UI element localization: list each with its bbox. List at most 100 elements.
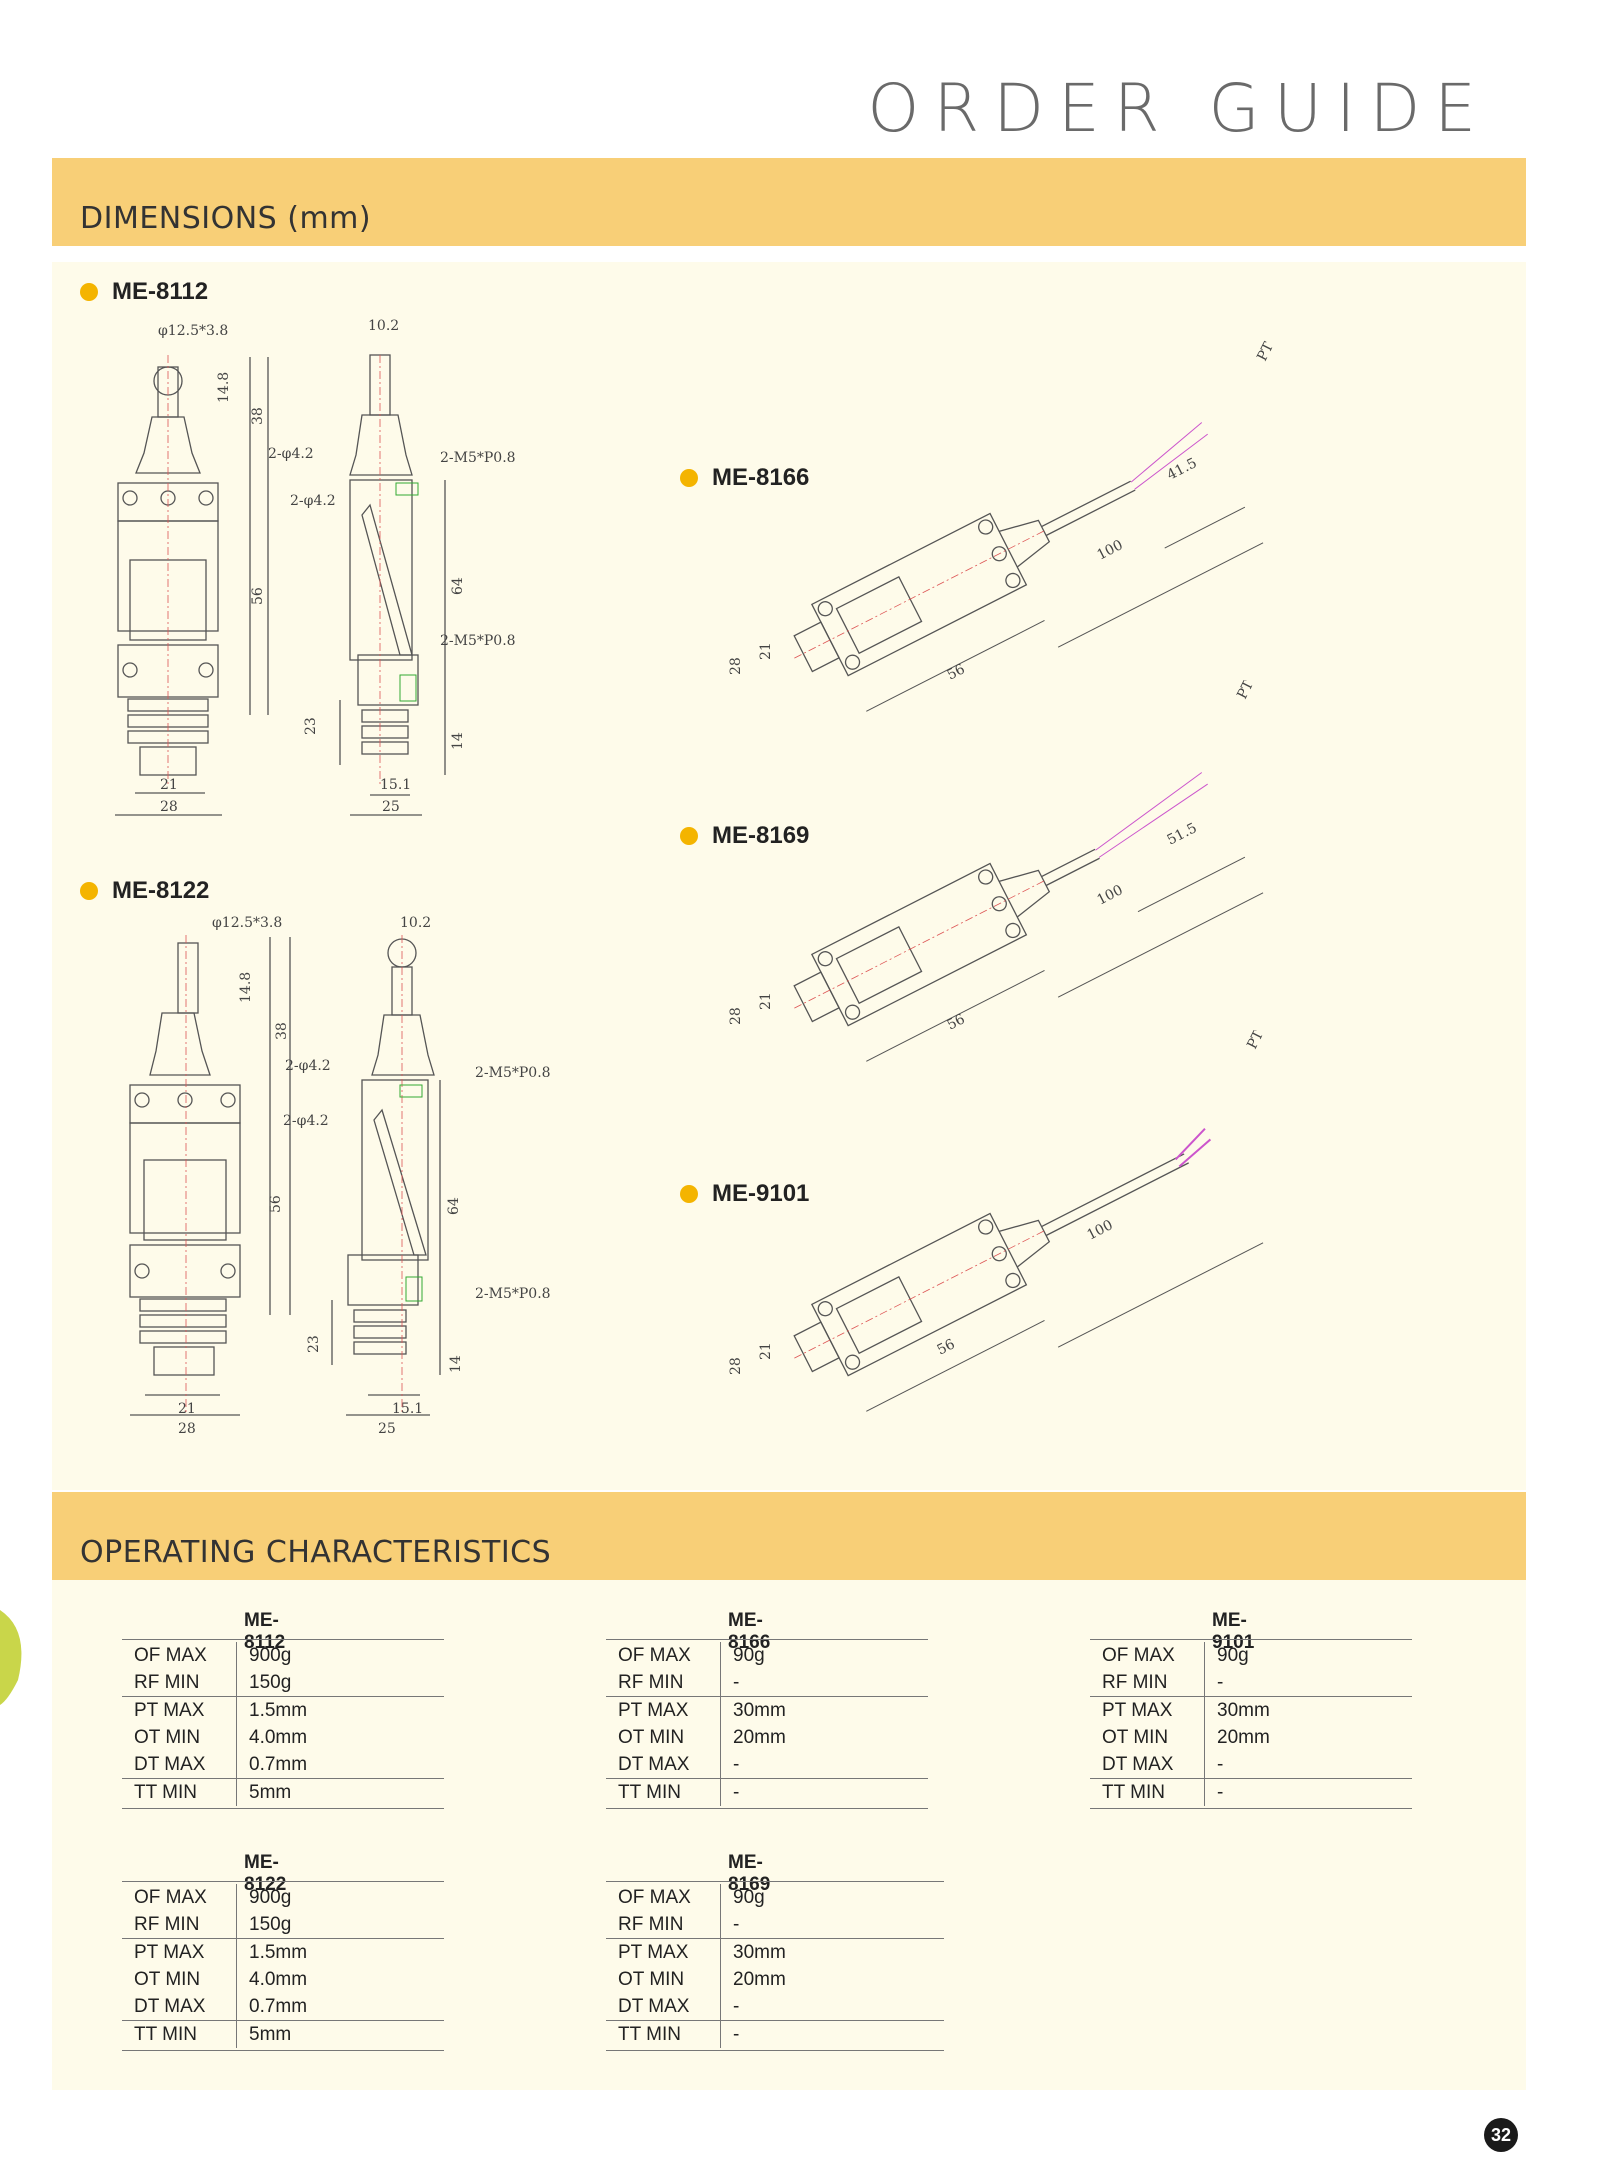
spec-value: -	[720, 1778, 928, 1806]
dim-label: 21	[758, 992, 774, 1010]
spec-row: DT MAX-	[1090, 1751, 1412, 1779]
dim-label: 2-M5*P0.8	[475, 1065, 551, 1081]
dim-label: 2-φ4.2	[290, 493, 336, 509]
spec-key: DT MAX	[1090, 1751, 1205, 1779]
spec-key: PT MAX	[1090, 1696, 1205, 1724]
spec-key: PT MAX	[606, 1696, 721, 1724]
page-title: ORDER GUIDE	[867, 70, 1490, 147]
spec-value: -	[1204, 1778, 1412, 1806]
spec-model: ME-8122	[244, 1852, 287, 1895]
spec-key: OF MAX	[606, 1884, 721, 1911]
spec-model: ME-8169	[728, 1852, 771, 1895]
spec-row: OT MIN 20mm	[606, 1966, 944, 1993]
spec-key: PT MAX	[606, 1938, 721, 1966]
model-label-me8166: ME-8166	[680, 464, 809, 492]
dim-label: 21	[160, 777, 178, 793]
page-number: 32	[1484, 2118, 1518, 2152]
spec-key: TT MIN	[122, 1778, 237, 1806]
spec-key: RF MIN	[606, 1669, 721, 1697]
spec-row: DT MAX-	[606, 1751, 928, 1779]
spec-row: RF MIN-	[606, 1669, 928, 1697]
spec-key: DT MAX	[606, 1993, 721, 2021]
spec-row: TT MIN-	[606, 1778, 928, 1806]
dim-label: 100	[1095, 882, 1126, 908]
spec-value: -	[733, 1753, 740, 1775]
dim-label: 28	[178, 1421, 196, 1437]
spec-value: -	[733, 1995, 740, 2017]
dim-label: 25	[382, 799, 400, 815]
operating-title: OPERATING CHARACTERISTICS	[80, 1535, 552, 1570]
spec-key: RF MIN	[1090, 1669, 1205, 1697]
spec-value: 5mm	[236, 2020, 444, 2048]
spec-row: OF MAX 90g	[606, 1884, 944, 1911]
spec-value: 20mm	[1217, 1726, 1270, 1748]
spec-model: ME-8112	[244, 1610, 286, 1653]
operating-header: OPERATING CHARACTERISTICS	[52, 1492, 1526, 1580]
spec-value: 1.5mm	[236, 1938, 444, 1966]
spec-value: 90g	[1217, 1644, 1249, 1666]
dim-label: 23	[306, 1335, 322, 1353]
spec-key: DT MAX	[122, 1993, 237, 2021]
dim-label: 2-M5*P0.8	[440, 450, 516, 466]
spec-value: 900g	[249, 1886, 292, 1908]
spec-value: 4.0mm	[249, 1968, 308, 1990]
spec-value: 20mm	[733, 1726, 786, 1748]
dim-label: 15.1	[380, 777, 411, 793]
dim-label: 10.2	[368, 318, 399, 334]
spec-model: ME-8166	[728, 1610, 771, 1653]
spec-value: 0.7mm	[249, 1753, 308, 1775]
dim-label: 64	[450, 577, 466, 595]
dim-label: φ12.5*3.8	[158, 323, 228, 339]
dim-label: PT	[1254, 339, 1277, 364]
spec-value: 90g	[733, 1886, 765, 1908]
dim-label: 15.1	[392, 1401, 423, 1417]
model-label-me8169: ME-8169	[680, 822, 809, 850]
drawing-me8166: PT 41.5 100 56 21 28	[728, 339, 1277, 712]
dim-label: 23	[303, 717, 319, 735]
dim-label: 28	[160, 799, 178, 815]
spec-row: RF MIN-	[606, 1911, 944, 1939]
dim-label: 56	[945, 1011, 968, 1033]
dim-label: 38	[274, 1022, 290, 1040]
dim-label: 2-M5*P0.8	[475, 1286, 551, 1302]
spec-value: 20mm	[733, 1968, 786, 1990]
spec-row: RF MIN-	[1090, 1669, 1412, 1697]
spec-key: RF MIN	[122, 1911, 237, 1939]
spec-key: DT MAX	[606, 1751, 721, 1779]
spec-value: 30mm	[720, 1696, 928, 1724]
dim-label: 10.2	[400, 915, 431, 931]
dim-label: 100	[1085, 1217, 1116, 1243]
spec-key: DT MAX	[122, 1751, 237, 1779]
dim-label: 56	[268, 1195, 284, 1213]
spec-key: TT MIN	[606, 2020, 721, 2048]
dim-label: 2-φ4.2	[283, 1113, 329, 1129]
dim-label: 21	[178, 1401, 196, 1417]
dim-label: 64	[446, 1197, 462, 1215]
dim-label: 28	[728, 1357, 744, 1375]
dim-label: 2-φ4.2	[285, 1058, 331, 1074]
dimensions-title: DIMENSIONS (mm)	[80, 201, 372, 236]
spec-key: OT MIN	[1090, 1724, 1205, 1751]
spec-value: -	[720, 2020, 944, 2048]
spec-value: 90g	[733, 1644, 765, 1666]
spec-row: DT MAX 0.7mm	[122, 1751, 444, 1779]
spec-key: OF MAX	[1090, 1642, 1205, 1669]
dim-label: 38	[250, 407, 266, 425]
dim-label: 51.5	[1165, 820, 1200, 848]
spec-value: 30mm	[1204, 1696, 1412, 1724]
bullet-icon	[680, 469, 698, 487]
dimensions-panel	[52, 262, 1526, 1490]
bullet-icon	[80, 283, 98, 301]
dimensions-header: DIMENSIONS (mm)	[52, 158, 1526, 246]
spec-value: -	[1217, 1671, 1224, 1693]
spec-key: OT MIN	[606, 1966, 721, 1993]
operating-panel	[52, 1580, 1526, 2090]
